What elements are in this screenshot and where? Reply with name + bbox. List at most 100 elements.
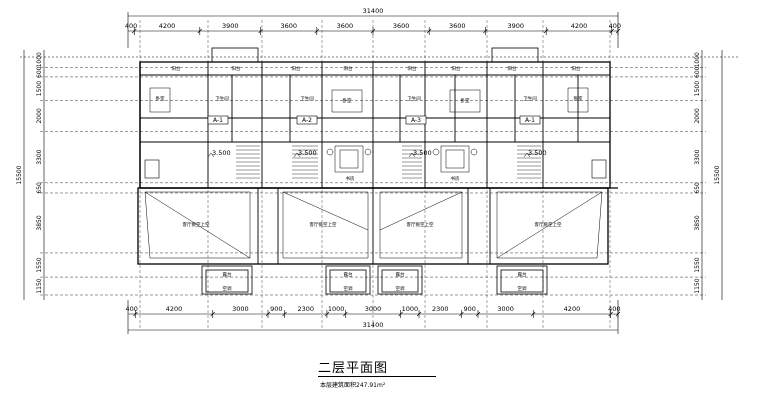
side-dim-left-7: 1550 <box>36 257 43 272</box>
bottom-dim-3: 900 <box>270 305 282 313</box>
bottom-dim-slash-3 <box>282 311 287 317</box>
bottom-dim-7: 1000 <box>402 305 419 313</box>
side-dim-right-2: 1500 <box>694 81 701 96</box>
top-dim-slash-0 <box>132 28 137 34</box>
room-label-living_void-18: 客厅挑空上空 <box>183 221 210 228</box>
beds <box>149 87 589 113</box>
bottom-dim-slash-1 <box>210 311 215 317</box>
top-dim-9: 400 <box>609 22 621 30</box>
top-balconies <box>211 47 539 63</box>
bottom-dim-0: 400 <box>125 305 137 313</box>
room-label-terrace-23: 露台 <box>344 271 353 278</box>
bottom-dim-6: 3000 <box>365 305 382 313</box>
bottom-dim-9: 900 <box>463 305 475 313</box>
void-panels <box>144 191 603 259</box>
level-mark-4: 3.500 <box>528 149 547 157</box>
bottom-dimension-chain <box>127 300 619 334</box>
title-underline <box>318 376 436 377</box>
room-label-living_void-19: 客厅挑空上空 <box>310 221 337 228</box>
bottom-dim-slash-4 <box>324 311 330 317</box>
overall-width-top: 31400 <box>363 7 384 15</box>
top-dim-slash-5 <box>426 28 432 34</box>
side-dim-left-8: 1150 <box>36 278 43 293</box>
unit-tag-3: A-3 <box>411 117 421 124</box>
room-label-bedroom-10: 卧室 <box>461 97 470 104</box>
top-dim-3: 3600 <box>280 22 297 30</box>
area-note: 本层建筑面积247.91m² <box>320 382 386 389</box>
room-label-balcony-4: 阳台 <box>408 65 417 72</box>
building-outline <box>137 61 618 265</box>
bottom-dim-10: 3000 <box>497 305 514 313</box>
bottom-dim-slash-7 <box>416 311 422 317</box>
top-dim-slash-1 <box>197 28 202 34</box>
unit-tag-1: A-1 <box>213 117 223 124</box>
side-dim-right-7: 1550 <box>694 257 701 272</box>
bottom-dim-slash-2 <box>265 311 271 317</box>
top-dim-slash-2 <box>258 28 263 34</box>
level-mark-1: 3.500 <box>212 149 231 157</box>
room-label-terrace-22: 露台 <box>223 271 232 278</box>
room-label-living_void-21: 客厅挑空上空 <box>535 221 562 228</box>
terraces <box>201 265 548 295</box>
bottom-dim-slash-8 <box>459 311 464 317</box>
room-label-living_void-20: 客厅挑空上空 <box>407 221 434 228</box>
room-label-balcony-0: 阳台 <box>172 65 181 72</box>
room-label-aircon-26: 空调 <box>223 285 232 292</box>
level-mark-3: 3.500 <box>413 149 432 157</box>
bottom-dim-slash-11 <box>608 311 613 317</box>
room-labels: 阳台阳台阳台阳台阳台阳台阳台阳台卧室卧室卧室卧室卫生间卫生间卫生间卫生间书房书房… <box>156 65 583 292</box>
room-label-bathroom-13: 卫生间 <box>300 95 314 102</box>
bottom-dim-slash-12 <box>615 311 621 317</box>
bottom-dim-slash-9 <box>475 311 481 317</box>
bottom-dim-5: 1000 <box>328 305 345 313</box>
top-dim-slash-9 <box>615 28 621 34</box>
bottom-dim-2: 3000 <box>232 305 249 313</box>
bottom-dim-8: 2300 <box>432 305 449 313</box>
unit-tags <box>207 115 541 125</box>
level-triangles <box>207 152 531 158</box>
top-dim-slash-6 <box>483 28 488 34</box>
side-dim-left-4: 3300 <box>36 149 43 164</box>
room-label-balcony-1: 阳台 <box>232 65 241 72</box>
top-segment-ticks <box>132 27 621 35</box>
room-label-bathroom-12: 卫生间 <box>215 95 229 102</box>
room-label-bathroom-15: 卫生间 <box>523 95 537 102</box>
side-dim-left-1: 600 <box>36 66 43 78</box>
top-dim-slash-8 <box>609 28 614 34</box>
side-dim-right-8: 1150 <box>694 278 701 293</box>
side-dimension-chains <box>23 50 723 300</box>
study-furniture <box>326 145 478 173</box>
aircon-units <box>144 159 607 179</box>
bottom-dim-slash-10 <box>531 311 536 317</box>
bottom-dim-12: 400 <box>608 305 620 313</box>
level-mark-2: 3.500 <box>298 149 317 157</box>
room-label-bedroom-9: 卧室 <box>343 97 352 104</box>
drawing-title: 二层平面图 <box>318 361 389 376</box>
side-dim-left-5: 650 <box>36 182 43 194</box>
top-dim-4: 3600 <box>337 22 354 30</box>
room-label-aircon-28: 空调 <box>396 285 405 292</box>
bottom-dim-slash-0 <box>133 311 138 317</box>
room-label-balcony-6: 阳台 <box>508 65 517 72</box>
bottom-dim-slash-6 <box>398 311 403 317</box>
room-label-aircon-27: 空调 <box>344 285 353 292</box>
room-label-bedroom-8: 卧室 <box>156 95 165 102</box>
top-dim-slash-7 <box>544 28 549 34</box>
room-label-bedroom-11: 卧室 <box>574 95 583 102</box>
bottom-segment-ticks <box>133 310 621 318</box>
room-label-balcony-2: 阳台 <box>292 65 301 72</box>
room-label-balcony-3: 阳台 <box>344 65 353 72</box>
bottom-dim-1: 4200 <box>166 305 183 313</box>
room-label-terrace-25: 露台 <box>518 271 527 278</box>
side-dim-right-4: 3300 <box>694 149 701 164</box>
overall-depth-left: 15500 <box>16 165 23 184</box>
top-dim-slash-3 <box>314 28 320 34</box>
room-label-aircon-29: 空调 <box>518 285 527 292</box>
side-dim-right-0: 1000 <box>694 52 701 67</box>
bottom-dim-11: 4200 <box>564 305 581 313</box>
room-label-bathroom-14: 卫生间 <box>407 95 421 102</box>
top-dim-1: 4200 <box>159 22 176 30</box>
